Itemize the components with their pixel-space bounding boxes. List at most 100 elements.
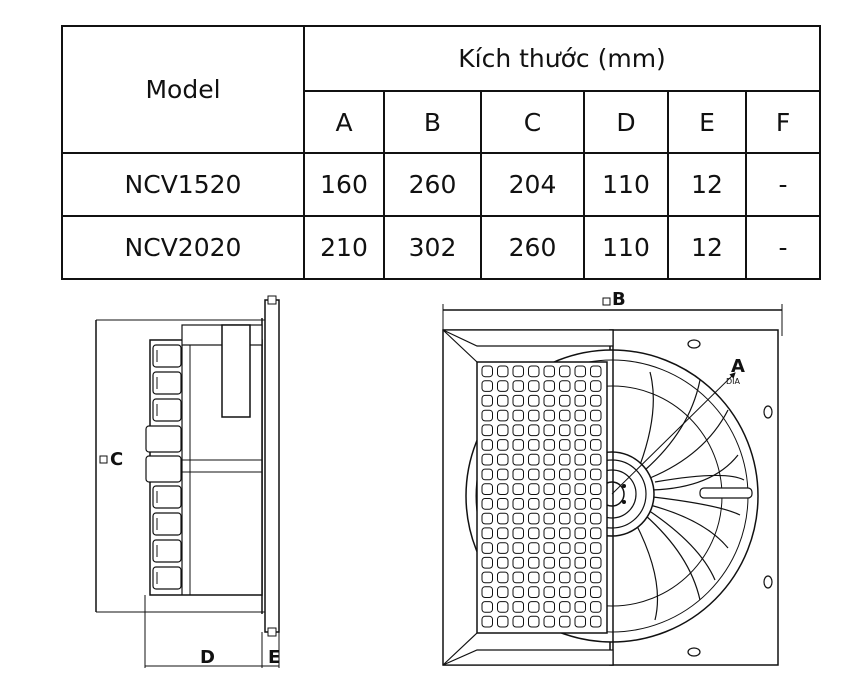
- grille-slot: [528, 483, 540, 495]
- grille-slot: [481, 439, 493, 451]
- dimension-header: Kích thước (mm): [302, 25, 822, 92]
- column-header-b: B: [383, 90, 482, 154]
- grille-slot: [512, 380, 524, 392]
- grille-slot: [543, 453, 555, 466]
- grille-slot: [497, 409, 509, 422]
- grille-slot: [574, 586, 586, 598]
- grille-slot: [512, 601, 524, 613]
- grille-slot: [543, 380, 555, 392]
- grille-slot: [559, 453, 571, 466]
- grille-slot: [590, 468, 602, 481]
- grille-slot: [543, 571, 555, 584]
- grille-slot: [543, 409, 555, 422]
- grille-slot: [528, 439, 540, 451]
- grille-slot: [497, 468, 509, 481]
- grille-slot: [559, 394, 571, 407]
- grille-slot: [543, 556, 555, 569]
- grille-slot: [559, 483, 571, 495]
- grille-slot: [574, 498, 586, 510]
- grille-slot: [559, 571, 571, 584]
- grille-slot: [559, 498, 571, 510]
- grille-slot: [512, 542, 524, 554]
- grille-slot: [559, 527, 571, 540]
- grille-slot: [481, 468, 493, 481]
- cell-a: 160: [303, 152, 385, 217]
- grille-slot: [528, 365, 540, 378]
- grille-slot: [512, 394, 524, 407]
- grille-slot: [497, 586, 509, 598]
- grille-slot: [574, 571, 586, 584]
- grille-slot: [512, 571, 524, 584]
- grille-slot: [512, 498, 524, 510]
- label-d: D: [200, 647, 215, 668]
- grille-slot: [497, 380, 509, 392]
- grille-slot: [481, 483, 493, 495]
- grille-slot: [512, 615, 524, 628]
- grille-slot: [590, 512, 602, 525]
- grille-slot: [481, 365, 493, 378]
- grille-slot: [528, 424, 540, 437]
- grille-slot: [512, 483, 524, 495]
- grille-slot: [512, 556, 524, 569]
- grille-slot: [590, 571, 602, 584]
- grille-slot: [528, 586, 540, 598]
- grille-slot: [528, 556, 540, 569]
- grille-slot: [574, 409, 586, 422]
- grille-slot: [574, 424, 586, 437]
- grille-slot: [543, 542, 555, 554]
- grille-slot: [497, 601, 509, 613]
- grille-slot: [528, 409, 540, 422]
- cell-e: 12: [667, 152, 747, 217]
- grille-slot: [481, 409, 493, 422]
- label-b: B: [612, 289, 626, 310]
- grille-slot: [574, 468, 586, 481]
- grille-slot: [512, 527, 524, 540]
- grille-slot: [590, 615, 602, 628]
- grille-slot: [528, 601, 540, 613]
- grille-slot: [497, 556, 509, 569]
- grille-slot: [574, 601, 586, 613]
- grille-slot: [559, 380, 571, 392]
- grille-slot: [590, 542, 602, 554]
- grille-slot: [543, 439, 555, 451]
- grille-slot: [574, 512, 586, 525]
- grille-slot: [512, 453, 524, 466]
- grille-slot: [590, 394, 602, 407]
- grille-slot: [512, 512, 524, 525]
- grille-slot: [481, 571, 493, 584]
- grille-slot: [574, 615, 586, 628]
- grille-slot: [590, 424, 602, 437]
- grille-slot: [481, 380, 493, 392]
- grille-slot: [497, 394, 509, 407]
- column-header-c: C: [480, 90, 585, 154]
- grille-slot: [574, 365, 586, 378]
- grille-slot: [497, 365, 509, 378]
- grille-slot: [543, 424, 555, 437]
- cell-c: 260: [480, 215, 585, 280]
- column-header-d: D: [583, 90, 669, 154]
- grille-slot: [574, 527, 586, 540]
- table-row: NCV1520 160 260 204 110 12 -: [61, 152, 822, 217]
- grille-slot: [528, 615, 540, 628]
- grille-slot: [590, 556, 602, 569]
- grille-slot: [497, 542, 509, 554]
- grille-slot: [497, 453, 509, 466]
- grille-slot: [512, 409, 524, 422]
- grille-slot: [543, 601, 555, 613]
- grille-slot: [528, 542, 540, 554]
- front-view: B: [442, 289, 783, 666]
- column-header-a: A: [303, 90, 385, 154]
- grille-slot: [543, 365, 555, 378]
- grille-slot: [559, 468, 571, 481]
- grille-slot: [481, 527, 493, 540]
- label-dia: DIA: [726, 377, 741, 386]
- grille-slot: [512, 365, 524, 378]
- model-header: Model: [61, 25, 305, 154]
- grille-slot: [543, 527, 555, 540]
- grille-slot: [559, 424, 571, 437]
- grille-slot: [559, 365, 571, 378]
- grille-slot: [497, 615, 509, 628]
- grille-slot: [543, 586, 555, 598]
- label-a: A: [731, 356, 745, 377]
- grille-slot: [497, 571, 509, 584]
